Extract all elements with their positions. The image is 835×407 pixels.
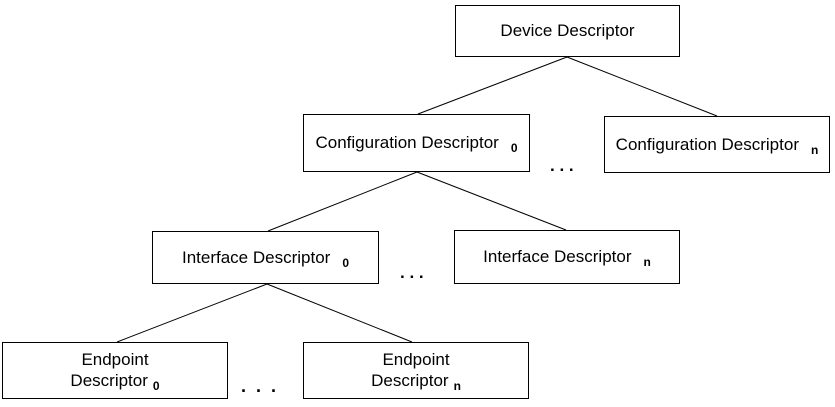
node-label: Configuration Descriptor xyxy=(615,134,799,154)
edge-iface0-epn xyxy=(266,283,413,343)
node-label: Device Descriptor xyxy=(500,21,635,40)
node-subscript: 0 xyxy=(510,141,518,155)
ellipsis-endpoint: . . . xyxy=(241,376,279,396)
node-label: Interface Descriptor xyxy=(181,247,331,267)
node-configuration-descriptor-n: Configuration Descriptor n xyxy=(604,116,830,173)
node-label-line1: Endpoint xyxy=(382,349,450,369)
node-interface-descriptor-0: Interface Descriptor 0 xyxy=(152,231,379,284)
edge-device-config0 xyxy=(417,56,568,115)
node-subscript: 0 xyxy=(152,378,160,393)
node-subscript: n xyxy=(643,255,651,269)
node-endpoint-descriptor-0: Endpoint Descriptor 0 xyxy=(2,342,228,399)
node-configuration-descriptor-0: Configuration Descriptor 0 xyxy=(303,114,530,172)
edge-config0-iface0 xyxy=(267,171,418,232)
node-interface-descriptor-n: Interface Descriptor n xyxy=(454,230,680,284)
node-device-descriptor: Device Descriptor xyxy=(455,5,680,57)
node-subscript: n xyxy=(453,378,461,393)
edge-config0-ifacen xyxy=(416,171,567,231)
node-subscript: n xyxy=(810,142,819,157)
node-label-line2: Descriptor xyxy=(70,370,148,390)
ellipsis-interface: . . . xyxy=(400,263,424,282)
node-subscript: 0 xyxy=(342,255,350,270)
node-label-line1: Endpoint xyxy=(81,349,149,369)
edge-iface0-ep0 xyxy=(116,283,268,343)
node-label: Interface Descriptor xyxy=(483,247,632,266)
edge-device-confign xyxy=(566,56,718,117)
node-label-line2: Descriptor xyxy=(371,370,449,390)
node-label: Configuration Descriptor xyxy=(315,133,499,152)
node-endpoint-descriptor-n: Endpoint Descriptor n xyxy=(303,342,529,399)
ellipsis-configuration: . . . xyxy=(550,156,574,175)
